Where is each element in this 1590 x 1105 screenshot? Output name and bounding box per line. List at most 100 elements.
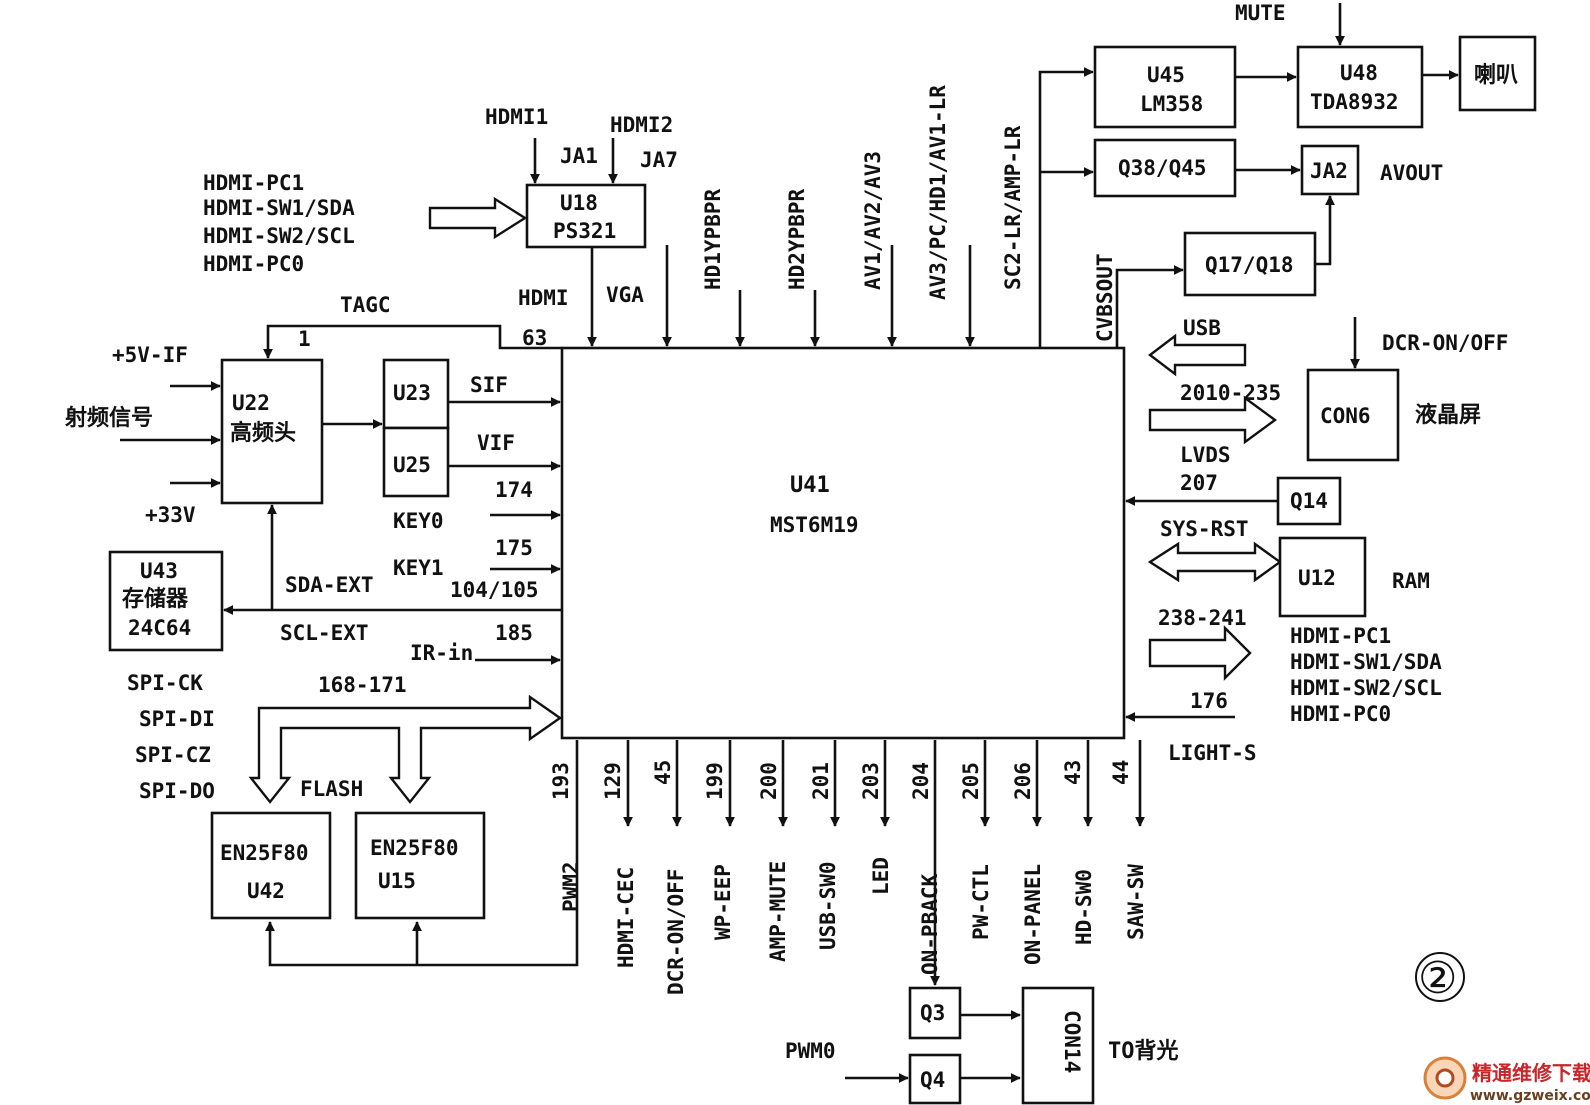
- u43-model: 24C64: [128, 616, 191, 640]
- q17-q18-label: Q17/Q18: [1205, 253, 1294, 277]
- sc2lr-label: SC2-LR/AMP-LR: [1001, 125, 1025, 290]
- audio-out-line: [1038, 67, 1094, 348]
- u25-label: U25: [393, 453, 431, 477]
- u45-label: U45: [1147, 63, 1185, 87]
- onpback-label: ON-PBACK: [918, 873, 942, 975]
- hdmi-pc0-right-label: HDMI-PC0: [1290, 702, 1391, 726]
- p174-label: 174: [495, 478, 533, 502]
- p176-label: 176: [1190, 689, 1228, 713]
- key1-label: KEY1: [393, 556, 444, 580]
- hdmi-bus-arrow-right: [1148, 625, 1252, 681]
- pwm2-line: [265, 740, 579, 967]
- sclext-label: SCL-EXT: [280, 621, 369, 645]
- u48-model: TDA8932: [1310, 90, 1399, 114]
- u22-block: [220, 358, 324, 505]
- hdmi-pc1-left-label: HDMI-PC1: [203, 171, 304, 195]
- flash-label: FLASH: [300, 777, 363, 801]
- vif-label: VIF: [477, 431, 515, 455]
- figure-number-circle: [1415, 952, 1465, 1002]
- hdmi-sw2-right-label: HDMI-SW2/SCL: [1290, 676, 1442, 700]
- u23-block: [382, 358, 450, 430]
- watermark-text: 精通维修下载: [1472, 1061, 1590, 1085]
- rf-label: 射频信号: [64, 405, 153, 431]
- wpeep-label: WP-EEP: [711, 864, 735, 940]
- hd2ypbpr-label: HD2YPBPR: [785, 188, 809, 290]
- mute-label: MUTE: [1235, 1, 1286, 25]
- av1av2av3-label: AV1/AV2/AV3: [861, 151, 885, 290]
- hdmi-sw1-left-label: HDMI-SW1/SDA: [203, 196, 355, 220]
- p43-label: 43: [1061, 760, 1085, 785]
- cvbsout-label: CVBSOUT: [1093, 253, 1117, 342]
- tobl-label: TO背光: [1108, 1039, 1179, 1064]
- p168-label: 168-171: [318, 673, 407, 697]
- tagc-label: TAGC: [340, 293, 391, 317]
- hdmi-bus-arrow-left: [428, 196, 528, 240]
- pwm2-label: PWM2: [559, 861, 583, 912]
- tagc-line: [263, 324, 562, 359]
- onpanel-label: ON-PANEL: [1021, 864, 1045, 965]
- ja2-label: JA2: [1310, 159, 1348, 183]
- u43-label: U43: [140, 559, 178, 583]
- hdmi2-label: HDMI2: [610, 113, 673, 137]
- pin63-label: 63: [522, 326, 547, 350]
- usbsw0-label: USB-SW0: [816, 861, 840, 950]
- u15-model: EN25F80: [370, 836, 459, 860]
- q17-to-ja2-arrow: [1315, 195, 1335, 266]
- con6-block: [1306, 368, 1400, 462]
- q17-q18-block: [1183, 231, 1317, 297]
- dcr-label: DCR-ON/OFF: [1382, 331, 1508, 355]
- hdmi-pc1-right-label: HDMI-PC1: [1290, 624, 1391, 648]
- u18-label: U18: [560, 191, 598, 215]
- irin-label: IR-in: [410, 641, 473, 665]
- u42-block: [210, 811, 332, 920]
- p175-label: 175: [495, 536, 533, 560]
- sif-label: SIF: [470, 373, 508, 397]
- main-chip-label: U41: [790, 473, 830, 498]
- u42-model: EN25F80: [220, 841, 309, 865]
- hdmi-sw2-left-label: HDMI-SW2/SCL: [203, 224, 355, 248]
- q38-q45-label: Q38/Q45: [1118, 156, 1207, 180]
- hdmi-sw1-right-label: HDMI-SW1/SDA: [1290, 650, 1442, 674]
- p200-label: 200: [757, 762, 781, 800]
- q4-label: Q4: [920, 1068, 945, 1092]
- usb-bus-arrow: [1148, 333, 1247, 377]
- p33v-label: +33V: [145, 503, 196, 527]
- u15-label: U15: [378, 869, 416, 893]
- spidi-label: SPI-DI: [139, 707, 215, 731]
- spicz-label: SPI-CZ: [135, 743, 211, 767]
- p5vif-label: +5V-IF: [112, 343, 188, 367]
- pwctl-label: PW-CTL: [969, 864, 993, 940]
- q14-label: Q14: [1290, 489, 1328, 513]
- watermark: 精通维修下载 www.gzweix.com: [1423, 1056, 1590, 1104]
- u22-label: U22: [232, 391, 270, 415]
- p44-label: 44: [1109, 760, 1133, 785]
- speaker-label: 喇叭: [1474, 63, 1518, 88]
- ampmute-label: AMP-MUTE: [766, 861, 790, 962]
- u43-name: 存储器: [122, 586, 189, 612]
- lvds-label: LVDS: [1180, 443, 1231, 467]
- q3-label: Q3: [920, 1001, 945, 1025]
- p193-label: 193: [549, 762, 573, 800]
- hdsw0-label: HD-SW0: [1072, 869, 1096, 945]
- ja7-label: JA7: [640, 148, 678, 172]
- watermark-url: www.gzweix.com: [1470, 1088, 1590, 1104]
- u48-block: [1296, 45, 1424, 129]
- u43-block: [108, 550, 224, 652]
- p104-label: 104/105: [450, 578, 539, 602]
- hdmi-pc0-left-label: HDMI-PC0: [203, 252, 304, 276]
- sysrst-label: SYS-RST: [1160, 517, 1249, 541]
- cvbsout-line: [1115, 265, 1184, 348]
- hdmi-label: HDMI: [518, 286, 569, 310]
- u45-model: LM358: [1140, 92, 1203, 116]
- u48-label: U48: [1340, 61, 1378, 85]
- figure-number: ②: [1418, 953, 1457, 1004]
- q3-block: [908, 986, 962, 1040]
- p205-label: 205: [959, 762, 983, 800]
- hdmicec-label: HDMI-CEC: [614, 867, 638, 968]
- u12-block: [1278, 536, 1367, 618]
- main-chip-model: MST6M19: [770, 513, 859, 537]
- pin1-label: 1: [298, 327, 311, 351]
- u15-block: [354, 811, 486, 920]
- p185-label: 185: [495, 621, 533, 645]
- u18-block: [525, 183, 647, 249]
